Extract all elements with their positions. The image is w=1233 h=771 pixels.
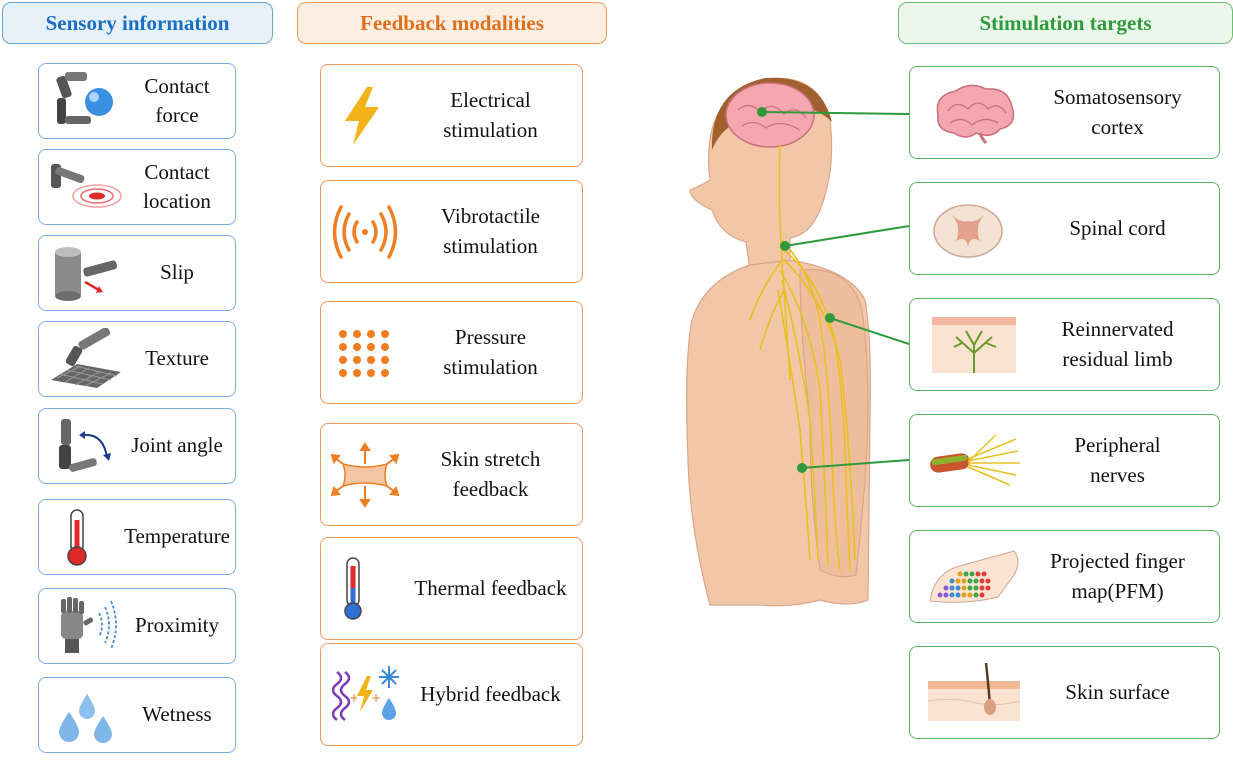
sensory-card-texture: Texture <box>38 321 236 397</box>
sensory-label: Temperature <box>124 524 230 549</box>
robot-hand-ball-icon <box>56 72 113 124</box>
sensory-label: Texture <box>145 346 209 371</box>
dot-grid-icon <box>339 330 389 377</box>
target-card-skin-surface: Skin surface <box>909 646 1220 739</box>
target-label: Peripheral nerves <box>1074 433 1161 487</box>
feedback-label: Pressure stimulation <box>443 325 538 379</box>
target-card-reinnervated-residual-limb: Reinnervated residual limb <box>909 298 1220 391</box>
lightning-icon <box>345 87 379 145</box>
feedback-card-electrical: Electrical stimulation <box>320 64 583 167</box>
feedback-card-pressure: Pressure stimulation <box>320 301 583 404</box>
feedback-modalities-header: Feedback modalities <box>297 2 607 44</box>
feedback-card-vibrotactile: Vibrotactile stimulation <box>320 180 583 283</box>
sensory-label: Slip <box>160 260 194 285</box>
water-drops-icon <box>59 694 112 743</box>
target-label: Projected finger map(PFM) <box>1050 549 1185 603</box>
sensory-card-contact-force: Contact force <box>38 63 236 139</box>
sensory-card-joint-angle: Joint angle <box>38 408 236 484</box>
spinal-cord-icon <box>933 204 1003 258</box>
robot-finger-target-icon <box>51 164 122 208</box>
nerve-bundle-icon <box>930 434 1020 486</box>
stretch-arrows-icon <box>331 442 399 508</box>
skin-surface-icon <box>927 662 1021 721</box>
sensory-card-proximity: Proximity <box>38 588 236 664</box>
feedback-card-thermal: Thermal feedback <box>320 537 583 640</box>
brain-icon <box>936 84 1015 145</box>
brain-shape <box>725 82 815 148</box>
sensory-label: Proximity <box>134 613 219 638</box>
feedback-label: Skin stretch feedback <box>440 447 541 501</box>
target-card-projected-finger-map: Projected finger map(PFM) <box>909 530 1220 623</box>
sensory-card-wetness: Wetness <box>38 677 236 753</box>
thermometer-icon <box>344 557 362 620</box>
sensory-label: Joint angle <box>131 433 223 458</box>
feedback-label: Hybrid feedback <box>420 681 561 706</box>
feedback-card-hybrid: + + Hybrid feedback <box>320 643 583 746</box>
robot-hand-cylinder-slip-icon <box>55 247 118 301</box>
sensory-label: Wetness <box>142 702 212 727</box>
vibration-waves-icon <box>332 205 398 259</box>
human-body-illustration <box>686 77 872 607</box>
svg-text:+: + <box>349 691 359 705</box>
robot-hand-texture-icon <box>51 328 121 388</box>
feedback-card-skin-stretch: Skin stretch feedback <box>320 423 583 526</box>
target-label: Skin surface <box>1065 679 1170 704</box>
target-card-peripheral-nerves: Peripheral nerves <box>909 414 1220 507</box>
robot-finger-joint-icon <box>59 419 111 472</box>
target-label: Reinnervated residual limb <box>1061 317 1174 371</box>
finger-map-icon <box>929 550 1019 603</box>
sensory-card-temperature: Temperature <box>38 499 236 575</box>
feedback-label: Electrical stimulation <box>443 88 538 142</box>
sensory-label: Contact location <box>143 159 211 213</box>
target-label: Spinal cord <box>1069 215 1166 240</box>
nerve-tree-icon <box>932 317 1016 373</box>
svg-text:+: + <box>371 691 381 705</box>
target-card-spinal-cord: Spinal cord <box>909 182 1220 275</box>
nerve-network <box>749 144 856 571</box>
feedback-label: Vibrotactile stimulation <box>440 204 541 258</box>
feedback-label: Thermal feedback <box>414 575 567 600</box>
sensory-label: Contact force <box>144 73 210 127</box>
stimulation-targets-header: Stimulation targets <box>898 2 1233 44</box>
target-card-somatosensory-cortex: Somatosensory cortex <box>909 66 1220 159</box>
thermometer-icon <box>67 509 87 566</box>
target-label: Somatosensory cortex <box>1053 85 1182 139</box>
robot-hand-waves-icon <box>61 597 117 653</box>
hybrid-icon: + + <box>331 666 399 721</box>
sensory-card-contact-location: Contact location <box>38 149 236 225</box>
sensory-card-slip: Slip <box>38 235 236 311</box>
sensory-information-header: Sensory information <box>2 2 273 44</box>
